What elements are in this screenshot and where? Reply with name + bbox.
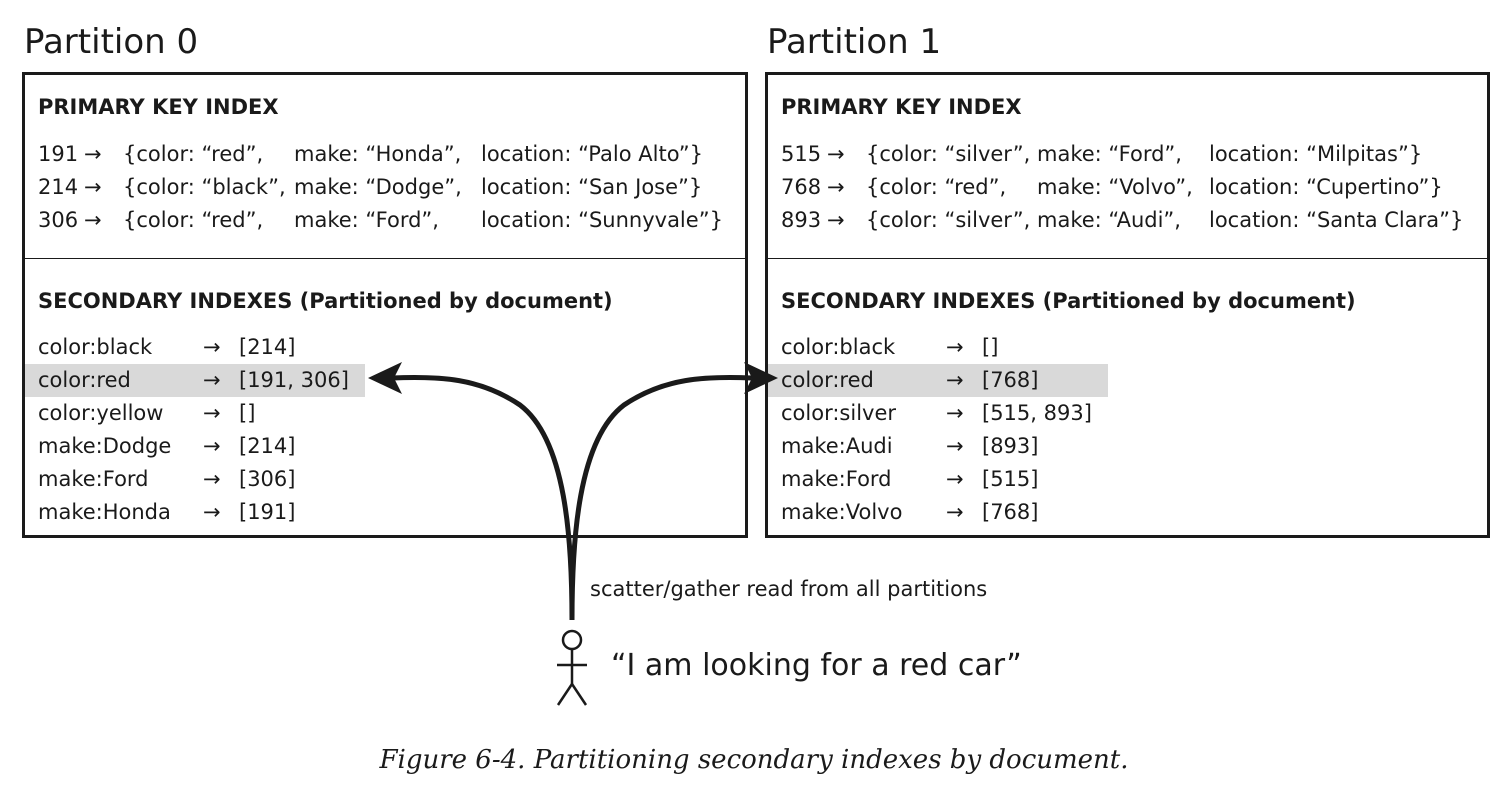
pk-key: 515 (781, 142, 822, 166)
primary-key-index-heading: PRIMARY KEY INDEX (38, 95, 279, 119)
query-quote: “I am looking for a red car” (611, 648, 1022, 683)
secondary-index-row: make:Dodge → [214] (25, 430, 365, 463)
pk-location: location: “Sunnyvale”} (481, 208, 723, 232)
pk-make: make: “Ford”, (294, 208, 439, 232)
pk-key: 191 (38, 142, 79, 166)
pk-color: {color: “red”, (123, 208, 264, 232)
section-divider (25, 258, 745, 259)
pk-arrow: → (827, 142, 845, 166)
primary-key-index-heading: PRIMARY KEY INDEX (781, 95, 1022, 119)
pk-arrow: → (84, 175, 102, 199)
primary-key-row: 306 → {color: “red”, make: “Ford”, locat… (38, 204, 738, 236)
pk-location: location: “Cupertino”} (1209, 175, 1443, 199)
pk-key: 893 (781, 208, 822, 232)
partition-1-box: PRIMARY KEY INDEX 515 → {color: “silver”… (765, 72, 1490, 538)
secondary-index-row: make:Audi → [893] (768, 430, 1108, 463)
pk-arrow: → (827, 175, 845, 199)
si-ids: [191] (239, 500, 296, 524)
si-term: color:yellow (38, 401, 164, 425)
pk-make: make: “Ford”, (1037, 142, 1182, 166)
pk-location: location: “Milpitas”} (1209, 142, 1423, 166)
primary-key-row: 515 → {color: “silver”, make: “Ford”, lo… (781, 138, 1481, 170)
si-ids: [893] (982, 434, 1039, 458)
si-arrow: → (946, 500, 964, 524)
pk-key: 768 (781, 175, 822, 199)
si-arrow: → (203, 434, 221, 458)
si-arrow: → (203, 467, 221, 491)
secondary-index-row: color:black → [214] (25, 331, 365, 364)
primary-key-row: 893 → {color: “silver”, make: “Audi”, lo… (781, 204, 1481, 236)
secondary-index-row-highlighted: color:red → [191, 306] (25, 364, 365, 397)
pk-key: 306 (38, 208, 79, 232)
secondary-index-row-highlighted: color:red → [768] (768, 364, 1108, 397)
figure-caption: Figure 6-4. Partitioning secondary index… (379, 745, 1129, 775)
partition-0-box: PRIMARY KEY INDEX 191 → {color: “red”, m… (22, 72, 748, 538)
si-arrow: → (946, 467, 964, 491)
pk-location: location: “Santa Clara”} (1209, 208, 1464, 232)
section-divider (768, 258, 1487, 259)
pk-color: {color: “silver”, (866, 142, 1031, 166)
si-term: color:silver (781, 401, 897, 425)
si-term: make:Dodge (38, 434, 172, 458)
secondary-index-row: make:Volvo → [768] (768, 496, 1108, 529)
si-term: color:black (781, 335, 896, 359)
secondary-index-row: color:black → [] (768, 331, 1108, 364)
si-term: make:Ford (781, 467, 892, 491)
si-ids: [] (239, 401, 256, 425)
pk-color: {color: “black”, (123, 175, 286, 199)
secondary-indexes-heading: SECONDARY INDEXES (Partitioned by docume… (38, 289, 613, 313)
pk-arrow: → (827, 208, 845, 232)
pk-location: location: “Palo Alto”} (481, 142, 704, 166)
si-term: make:Ford (38, 467, 149, 491)
pk-make: make: “Volvo”, (1037, 175, 1193, 199)
pk-color: {color: “red”, (123, 142, 264, 166)
si-ids: [515] (982, 467, 1039, 491)
si-term: make:Audi (781, 434, 893, 458)
si-term: make:Honda (38, 500, 171, 524)
si-arrow: → (946, 368, 964, 392)
pk-location: location: “San Jose”} (481, 175, 703, 199)
secondary-index-row: color:silver → [515, 893] (768, 397, 1108, 430)
secondary-index-row: color:yellow → [] (25, 397, 365, 430)
si-ids: [214] (239, 434, 296, 458)
pk-color: {color: “silver”, (866, 208, 1031, 232)
pk-color: {color: “red”, (866, 175, 1007, 199)
pk-make: make: “Honda”, (294, 142, 462, 166)
pk-arrow: → (84, 208, 102, 232)
si-arrow: → (203, 368, 221, 392)
si-ids: [] (982, 335, 999, 359)
si-arrow: → (946, 401, 964, 425)
pk-key: 214 (38, 175, 79, 199)
si-ids: [191, 306] (239, 368, 349, 392)
si-term: color:red (38, 368, 131, 392)
si-arrow: → (946, 434, 964, 458)
si-term: color:red (781, 368, 874, 392)
si-arrow: → (946, 335, 964, 359)
secondary-index-row: make:Honda → [191] (25, 496, 365, 529)
primary-key-row: 191 → {color: “red”, make: “Honda”, loca… (38, 138, 738, 170)
scatter-gather-label: scatter/gather read from all partitions (590, 577, 988, 601)
secondary-index-row: make:Ford → [515] (768, 463, 1108, 496)
si-arrow: → (203, 401, 221, 425)
partition-0-title: Partition 0 (24, 22, 199, 62)
si-term: color:black (38, 335, 153, 359)
secondary-indexes-heading: SECONDARY INDEXES (Partitioned by docume… (781, 289, 1356, 313)
si-ids: [515, 893] (982, 401, 1092, 425)
pk-arrow: → (84, 142, 102, 166)
primary-key-row: 768 → {color: “red”, make: “Volvo”, loca… (781, 171, 1481, 203)
si-ids: [214] (239, 335, 296, 359)
si-term: make:Volvo (781, 500, 903, 524)
partition-1-title: Partition 1 (767, 22, 942, 62)
primary-key-row: 214 → {color: “black”, make: “Dodge”, lo… (38, 171, 738, 203)
si-ids: [306] (239, 467, 296, 491)
si-arrow: → (203, 500, 221, 524)
si-arrow: → (203, 335, 221, 359)
pk-make: make: “Audi”, (1037, 208, 1181, 232)
si-ids: [768] (982, 368, 1039, 392)
secondary-index-row: make:Ford → [306] (25, 463, 365, 496)
si-ids: [768] (982, 500, 1039, 524)
pk-make: make: “Dodge”, (294, 175, 462, 199)
stick-figure-icon (556, 629, 588, 706)
